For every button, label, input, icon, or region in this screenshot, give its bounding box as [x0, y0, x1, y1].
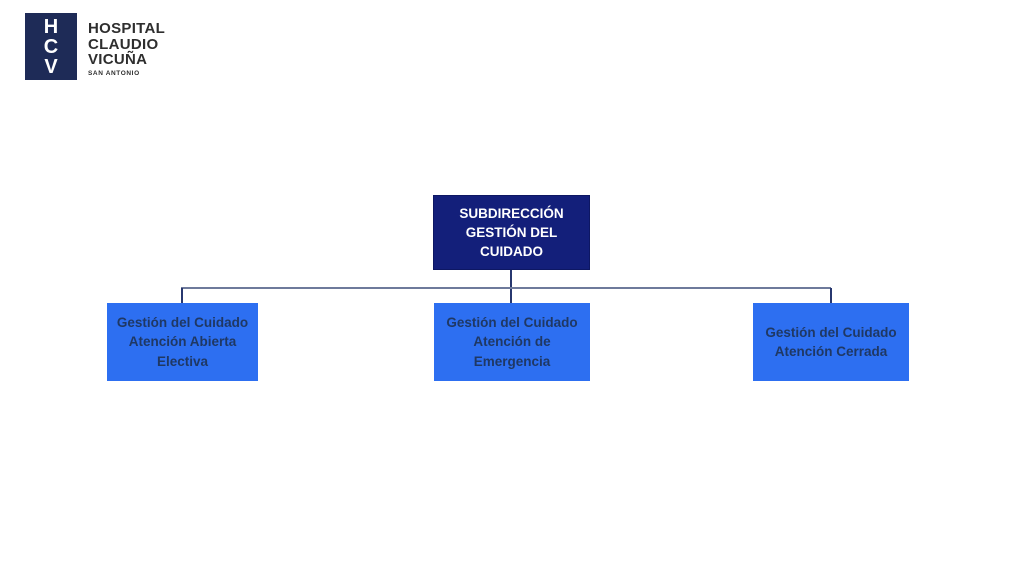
logo-name-line: VICUÑA — [88, 51, 148, 68]
logo-name-line: CLAUDIO — [88, 35, 159, 53]
node-label-line: Gestión del Cuidado — [765, 324, 897, 340]
monogram-letter-h: H — [43, 15, 59, 38]
hospital-logo: H C V HOSPITAL CLAUDIO VICUÑA SAN ANTONI… — [25, 13, 165, 80]
org-node-gestion-atencion-cerrada: Gestión del Cuidado Atención Cerrada — [753, 303, 909, 381]
node-label-line: Gestión del Cuidado — [116, 314, 249, 330]
node-label-line: SUBDIRECCIÓN — [459, 206, 564, 221]
node-label-line: CUIDADO — [480, 244, 543, 259]
node-label-line: Electiva — [156, 353, 209, 369]
monogram-letter-c: C — [43, 35, 59, 58]
connector-root-vertical — [510, 270, 512, 303]
logo-name-line: HOSPITAL — [88, 20, 166, 37]
logo-wordmark: HOSPITAL CLAUDIO VICUÑA SAN ANTONIO — [88, 13, 165, 77]
connector-horizontal — [181, 287, 831, 289]
node-label-line: Atención Cerrada — [774, 344, 888, 359]
org-node-subdireccion-gestion-del-cuidado: SUBDIRECCIÓN GESTIÓN DEL CUIDADO — [433, 195, 590, 270]
monogram-letter-v: V — [44, 55, 58, 78]
node-label-line: Atención Abierta — [128, 334, 237, 350]
connector-right-vertical — [830, 288, 832, 303]
org-node-gestion-atencion-emergencia: Gestión del Cuidado Atención de Emergenc… — [434, 303, 590, 381]
node-label-line: Gestión del Cuidado — [446, 314, 578, 330]
connector-left-vertical — [181, 288, 183, 303]
node-label-line: Emergencia — [473, 353, 551, 369]
hcv-monogram-square: H C V — [25, 13, 77, 80]
logo-subtitle: SAN ANTONIO — [88, 69, 140, 77]
node-label-line: GESTIÓN DEL — [465, 225, 558, 240]
org-node-gestion-atencion-abierta-electiva: Gestión del Cuidado Atención Abierta Ele… — [107, 303, 258, 381]
node-label-line: Atención de — [473, 334, 551, 350]
